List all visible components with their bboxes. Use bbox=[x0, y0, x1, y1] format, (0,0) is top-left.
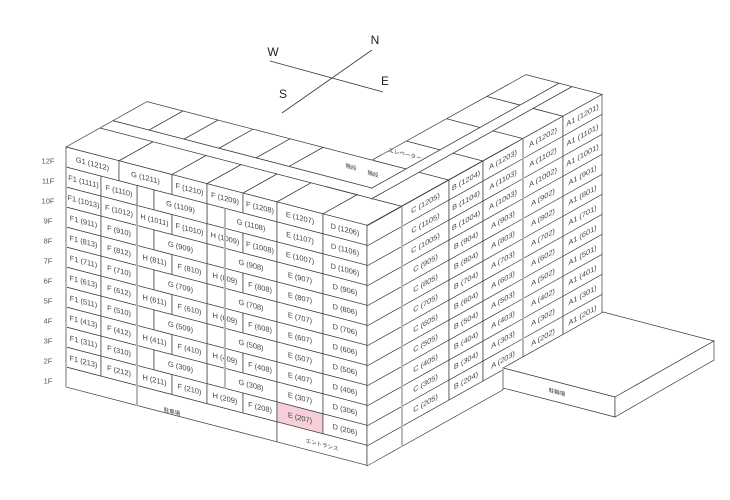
stairs-label-1: 階段 bbox=[346, 162, 357, 173]
roof-divider bbox=[242, 173, 278, 194]
roof-divider bbox=[452, 152, 484, 162]
roof-divider bbox=[492, 130, 524, 140]
compass-north: N bbox=[371, 33, 380, 47]
floor-label: 3F bbox=[44, 337, 53, 346]
floor-label: 5F bbox=[44, 297, 53, 306]
bicycle-parking-annex: 駐輪場 bbox=[502, 311, 715, 418]
annex-side bbox=[614, 340, 715, 418]
stairs-label-2: 階段 bbox=[368, 169, 379, 180]
roof-divider bbox=[118, 141, 154, 162]
roof-divider bbox=[276, 182, 312, 203]
roof-divider bbox=[371, 198, 403, 207]
compass-east: E bbox=[381, 74, 389, 88]
floor-label: 1F bbox=[44, 377, 53, 386]
floor-label: 6F bbox=[44, 277, 53, 286]
floor-label: 7F bbox=[44, 257, 53, 266]
roof-divider bbox=[406, 140, 441, 151]
floor-label: 2F bbox=[44, 357, 53, 366]
floor-label: 10F bbox=[42, 197, 55, 206]
roof-corridor-line bbox=[99, 127, 372, 199]
roof-divider bbox=[171, 155, 207, 175]
right-wing-front: C (1205)B (1204)A (1203)A (1202)A1 (1201… bbox=[366, 93, 603, 467]
floor-labels: 12F 11F 10F 9F 8F 7F 6F 5F 4F 3F 2F 1F bbox=[42, 157, 55, 386]
floor-label: 12F bbox=[42, 157, 55, 166]
roof-divider bbox=[325, 186, 360, 196]
roof-divider bbox=[218, 128, 254, 149]
roof-divider bbox=[446, 118, 481, 128]
roof-divider bbox=[206, 164, 242, 185]
roof-divider bbox=[288, 147, 324, 167]
roof-divider bbox=[183, 119, 219, 140]
floor-label: 9F bbox=[44, 217, 53, 226]
roof bbox=[65, 74, 603, 226]
roof-divider bbox=[255, 138, 291, 159]
roof-divider bbox=[322, 194, 358, 215]
roof-corridor-line bbox=[370, 82, 560, 189]
roof-divider bbox=[486, 96, 521, 106]
roof-divider bbox=[148, 110, 184, 131]
roof-divider bbox=[418, 171, 450, 181]
floor-label: 11F bbox=[42, 177, 55, 186]
left-wing-front: G1 (1212)G (1211)F (1210)F (1209)F (1208… bbox=[65, 146, 368, 466]
floor-label: 4F bbox=[44, 317, 53, 326]
compass-we-line bbox=[269, 60, 384, 93]
compass: N W E S bbox=[267, 33, 389, 114]
compass-west: W bbox=[267, 45, 279, 59]
floor-label: 8F bbox=[44, 237, 53, 246]
roof-corridor-line bbox=[370, 86, 573, 200]
roof-corridor-line bbox=[112, 120, 372, 189]
compass-ns-line bbox=[281, 49, 373, 114]
roof-divider bbox=[372, 159, 407, 170]
compass-south: S bbox=[279, 87, 287, 101]
roof-divider bbox=[532, 108, 564, 117]
